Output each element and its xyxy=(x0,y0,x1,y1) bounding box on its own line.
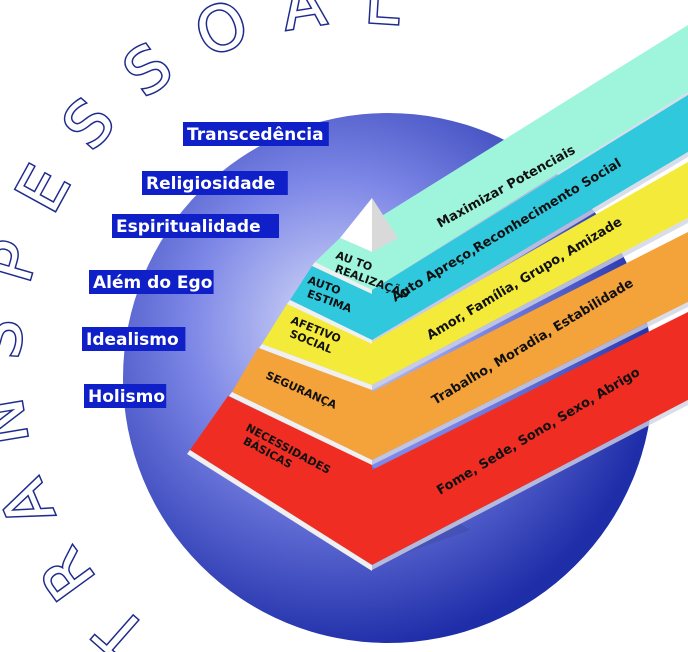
side-label-box xyxy=(112,214,279,238)
side-label-text: Idealismo xyxy=(86,330,179,350)
pyramid-apex-left xyxy=(340,198,372,252)
side-label-text: Transcedência xyxy=(187,125,324,145)
pyramid-apex-right xyxy=(372,198,398,252)
side-label-box xyxy=(89,270,214,294)
side-label-text: Religiosidade xyxy=(146,174,275,194)
side-label-box xyxy=(183,122,329,146)
side-label-3: Além do Ego xyxy=(89,270,214,294)
band-seguranca xyxy=(372,232,688,460)
band-edge xyxy=(372,400,688,570)
pyramid-level-seguranca xyxy=(232,348,372,460)
side-label-0: Transcedência xyxy=(183,122,329,146)
side-label-text: Espiritualidade xyxy=(116,217,261,237)
side-label-5: Holismo xyxy=(84,384,167,408)
side-label-box xyxy=(82,327,186,351)
side-label-box xyxy=(142,171,288,195)
side-label-text: Holismo xyxy=(88,387,165,407)
pyramid-separator xyxy=(259,344,372,391)
band-auto-estima xyxy=(372,95,688,340)
pyramid-level-auto-realizacao xyxy=(315,238,372,290)
side-label-4: Idealismo xyxy=(82,327,186,351)
side-label-2: Espiritualidade xyxy=(112,214,279,238)
pyramid: AU TOREALIZAÇÃOAUTOESTIMAAFETIVOSOCIALSE… xyxy=(187,198,411,571)
band-edge xyxy=(372,302,688,465)
side-label-1: Religiosidade xyxy=(142,171,288,195)
band-auto-realizacao xyxy=(372,25,688,290)
pyramid-separator xyxy=(229,392,372,466)
band-edge xyxy=(372,218,688,390)
pyramid-level-afetivo-social xyxy=(262,304,372,385)
band-necessidades-basicas xyxy=(372,312,688,565)
band-afetivo-social xyxy=(372,162,688,385)
side-labels: TranscedênciaReligiosidadeEspiritualidad… xyxy=(82,122,329,408)
band-edge xyxy=(372,152,688,345)
pyramid-level-necessidades-basicas xyxy=(190,396,372,565)
side-label-text: Além do Ego xyxy=(93,273,212,293)
pyramid-separator xyxy=(187,450,372,571)
side-label-box xyxy=(84,384,167,408)
pyramid-level-auto-estima xyxy=(290,266,372,340)
